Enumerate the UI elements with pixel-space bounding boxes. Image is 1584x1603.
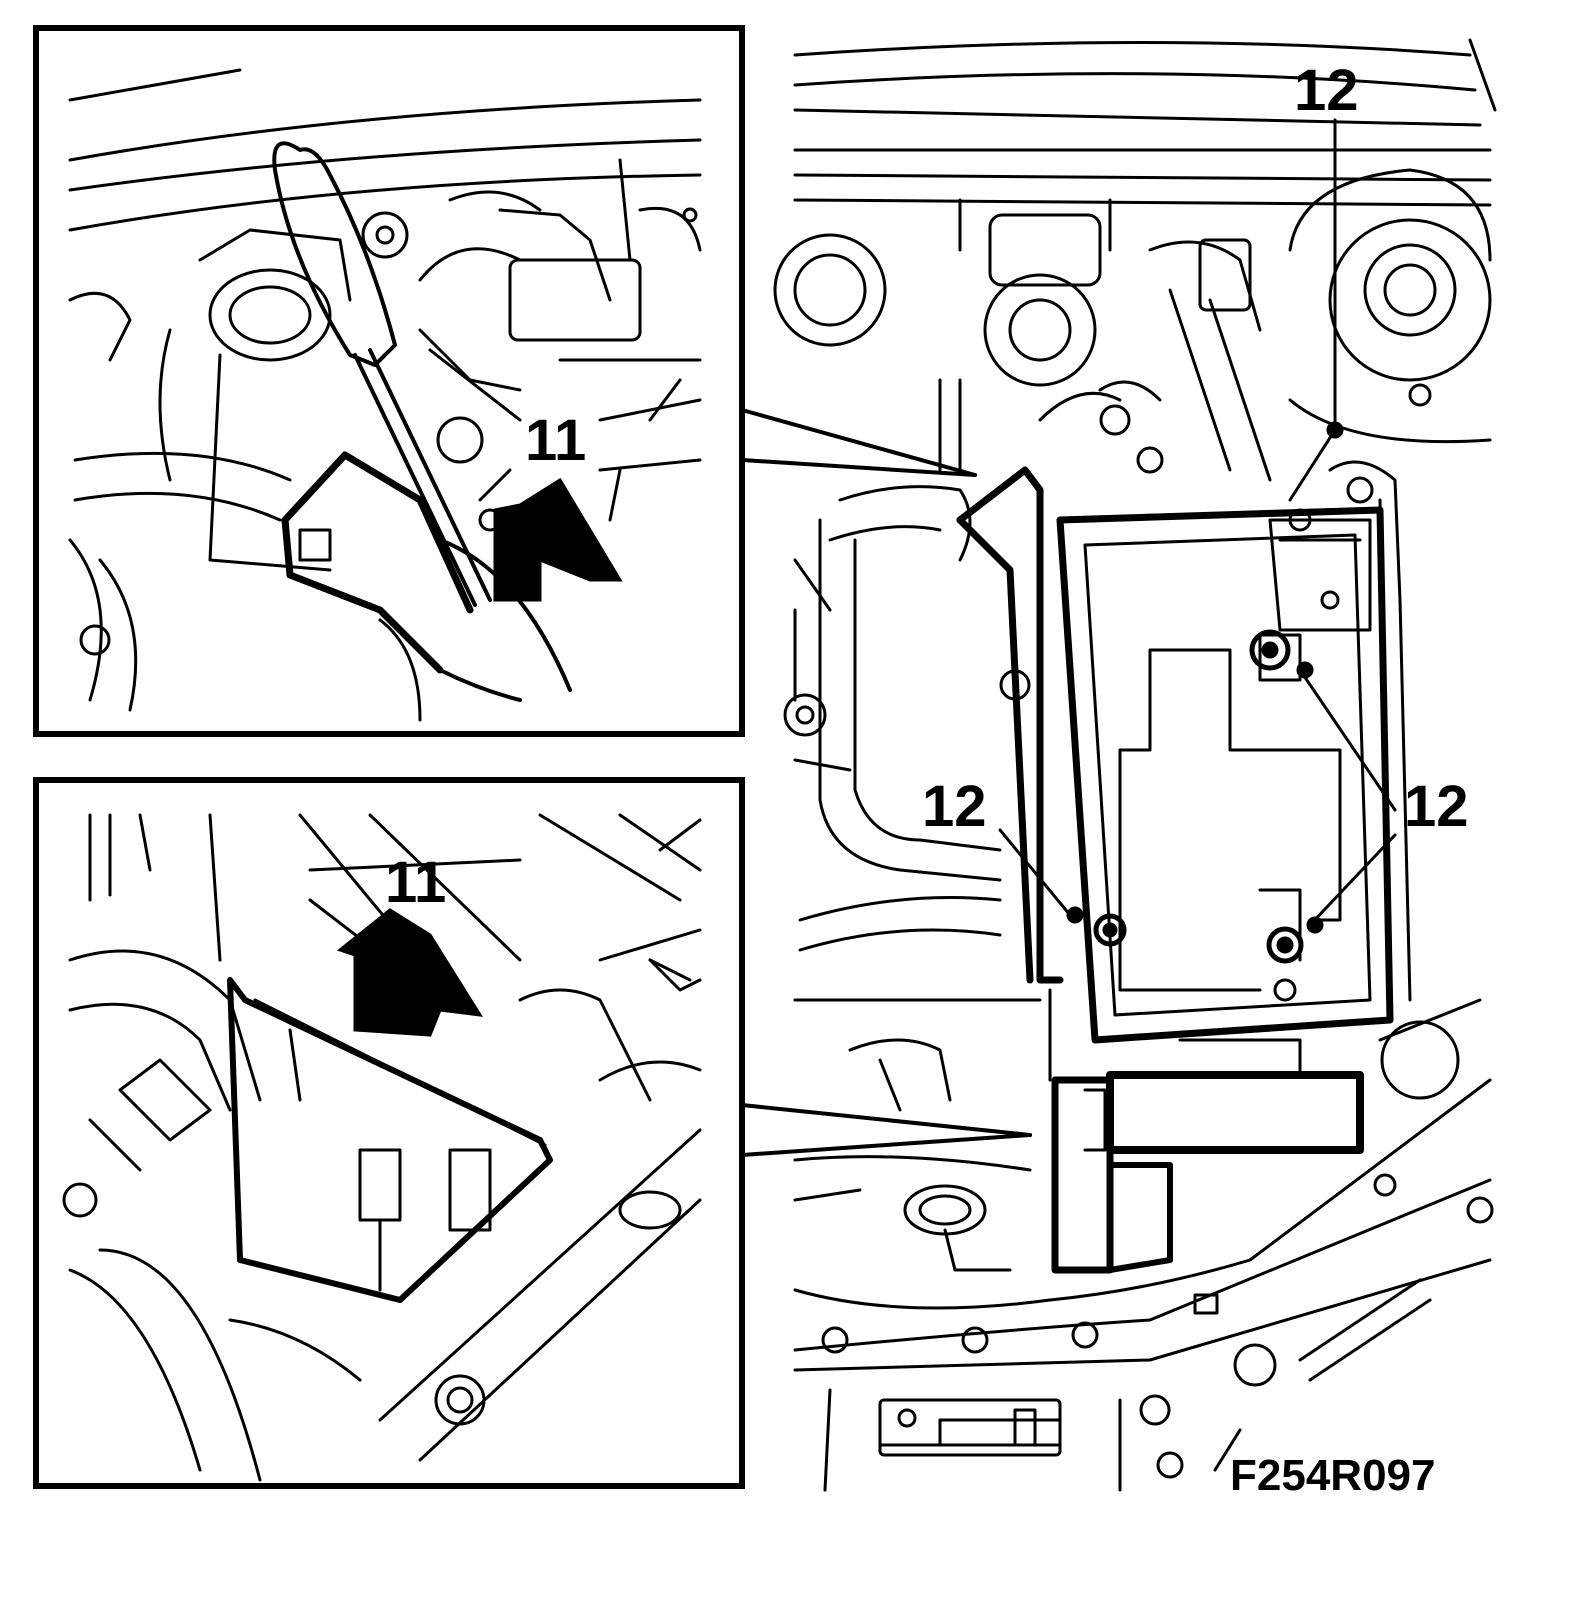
callout-12-left: 12	[922, 774, 987, 839]
top-inset: 11	[33, 25, 745, 737]
callout-12-right: 12	[1404, 774, 1469, 839]
callout-11-bottom: 11	[385, 850, 446, 915]
main-view: 12 12 12 F254R097	[773, 38, 1497, 1500]
bottom-inset: 11	[33, 777, 745, 1489]
direction-arrow-icon	[493, 477, 623, 602]
figure-id-label: F254R097	[1230, 1451, 1435, 1500]
direction-arrow-icon	[336, 908, 483, 1037]
callout-11-top: 11	[525, 408, 586, 473]
inset-pointer-lines	[740, 408, 1032, 1157]
callout-12-top: 12	[1294, 58, 1359, 123]
